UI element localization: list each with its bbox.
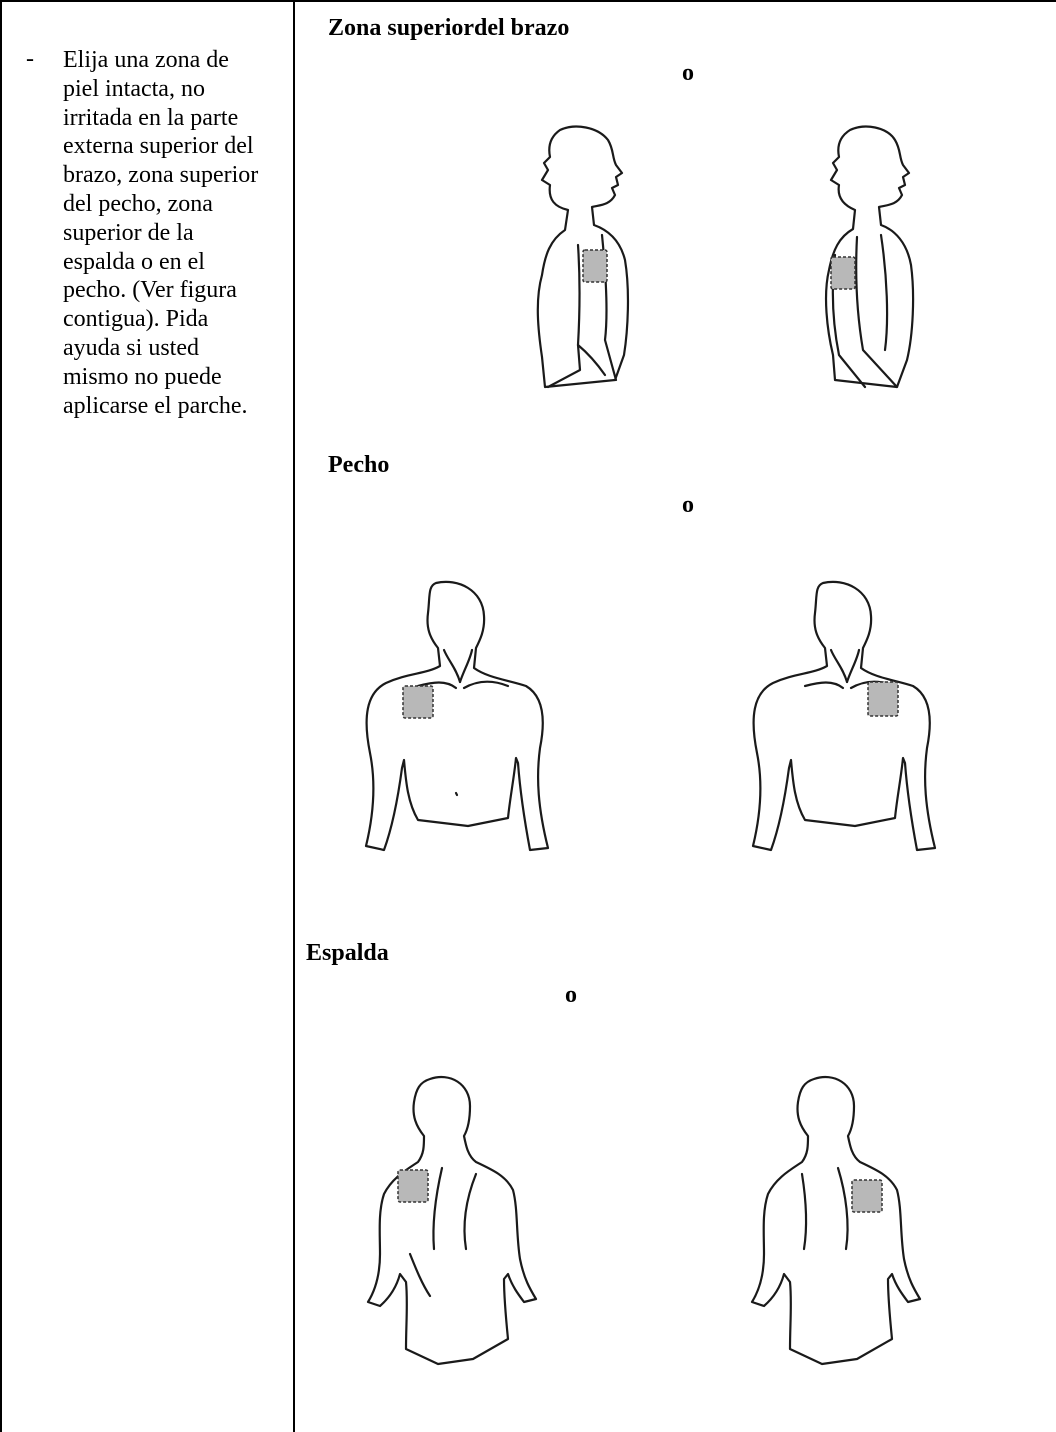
chest-figure-left: [348, 578, 548, 853]
patch-placement-marker: [403, 686, 433, 718]
back-figure-right: [742, 1074, 922, 1366]
list-bullet: -: [26, 46, 34, 73]
instruction-text: Elija una zona de piel intacta, no irrit…: [63, 46, 268, 420]
patch-placement-marker: [831, 257, 855, 289]
arm-or-label: o: [682, 60, 694, 87]
back-or-label: o: [565, 982, 577, 1009]
patch-placement-marker: [852, 1180, 882, 1212]
arm-section-title: Zona superiordel brazo: [328, 15, 569, 42]
table-border-left: [0, 0, 2, 1432]
chest-figure-right: [735, 578, 935, 853]
patch-placement-marker: [398, 1170, 428, 1202]
patch-placement-marker: [868, 682, 898, 716]
chest-or-label: o: [682, 492, 694, 519]
upper-arm-figure-side-back: [815, 125, 945, 390]
back-section-title: Espalda: [306, 940, 389, 967]
table-border-top: [0, 0, 1056, 2]
back-figure-left: [358, 1074, 538, 1366]
chest-section-title: Pecho: [328, 452, 389, 479]
upper-arm-figure-side-right: [520, 125, 650, 390]
patch-placement-marker: [583, 250, 607, 282]
table-column-divider: [293, 0, 295, 1432]
